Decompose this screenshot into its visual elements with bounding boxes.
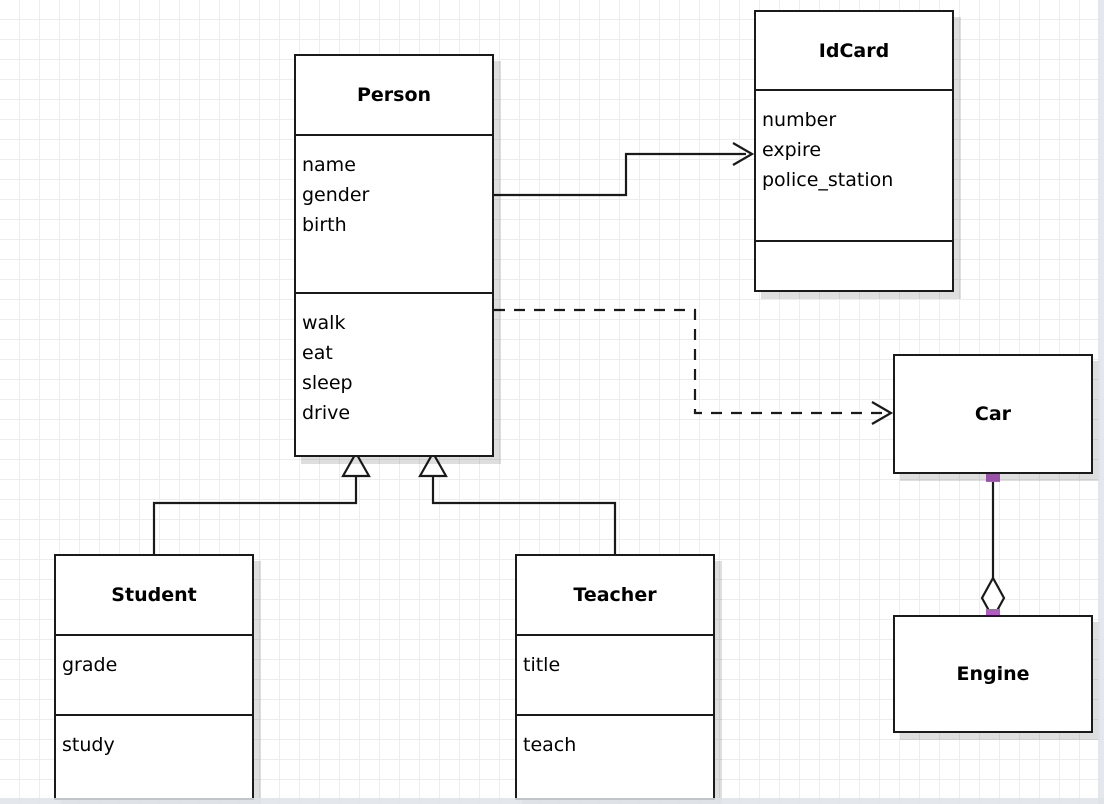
class-title-student: Student bbox=[111, 584, 197, 606]
relation-car-engine[interactable] bbox=[980, 468, 1006, 623]
method-item: sleep bbox=[302, 371, 353, 394]
attribute-item: birth bbox=[302, 213, 347, 236]
generalization-line bbox=[152, 475, 358, 554]
attribute-item: title bbox=[523, 654, 561, 676]
hollow-diamond-icon bbox=[980, 575, 1006, 621]
class-box-engine[interactable]: Engine bbox=[893, 615, 1093, 733]
method-item: drive bbox=[302, 401, 351, 424]
class-box-idcard[interactable]: IdCard number expire police_station bbox=[754, 10, 954, 292]
method-item: eat bbox=[302, 341, 333, 364]
attributes-section-idcard: number expire police_station bbox=[756, 89, 952, 240]
generalization-line bbox=[431, 475, 617, 554]
method-item: teach bbox=[523, 734, 577, 756]
canvas-bottom-edge bbox=[0, 798, 1104, 804]
class-title-idcard: IdCard bbox=[818, 39, 890, 62]
attribute-item: gender bbox=[302, 183, 370, 206]
class-title-car: Car bbox=[974, 403, 1012, 425]
relation-person-idcard[interactable] bbox=[494, 142, 755, 197]
methods-section-student: study bbox=[56, 714, 252, 798]
relation-teacher-person[interactable] bbox=[418, 450, 617, 554]
class-box-teacher[interactable]: Teacher title teach bbox=[515, 554, 715, 800]
attribute-item: name bbox=[302, 153, 356, 176]
relation-student-person[interactable] bbox=[152, 450, 371, 554]
class-box-student[interactable]: Student grade study bbox=[54, 554, 254, 800]
methods-section-person: walk eat sleep drive bbox=[296, 291, 492, 455]
class-box-car[interactable]: Car bbox=[893, 354, 1093, 474]
methods-section-idcard bbox=[756, 240, 952, 290]
class-title-person: Person bbox=[356, 83, 432, 106]
attributes-section-student: grade bbox=[56, 634, 252, 714]
methods-section-teacher: teach bbox=[517, 714, 713, 798]
open-arrowhead-icon bbox=[732, 142, 755, 166]
method-item: study bbox=[62, 734, 115, 756]
attributes-section-person: name gender birth bbox=[296, 133, 492, 292]
canvas-right-edge bbox=[1098, 0, 1104, 804]
attribute-item: grade bbox=[62, 654, 118, 676]
open-arrowhead-icon bbox=[871, 401, 894, 425]
relation-person-car[interactable] bbox=[494, 308, 894, 425]
class-title-engine: Engine bbox=[956, 663, 1030, 685]
attribute-item: number bbox=[762, 109, 837, 132]
class-title-teacher: Teacher bbox=[573, 584, 657, 606]
class-box-person[interactable]: Person name gender birth walk eat sleep … bbox=[294, 54, 494, 457]
attribute-item: expire bbox=[762, 139, 822, 162]
association-line bbox=[494, 152, 746, 197]
attributes-section-teacher: title bbox=[517, 634, 713, 714]
attribute-item: police_station bbox=[762, 169, 894, 192]
dependency-line bbox=[494, 308, 886, 415]
method-item: walk bbox=[302, 311, 346, 334]
